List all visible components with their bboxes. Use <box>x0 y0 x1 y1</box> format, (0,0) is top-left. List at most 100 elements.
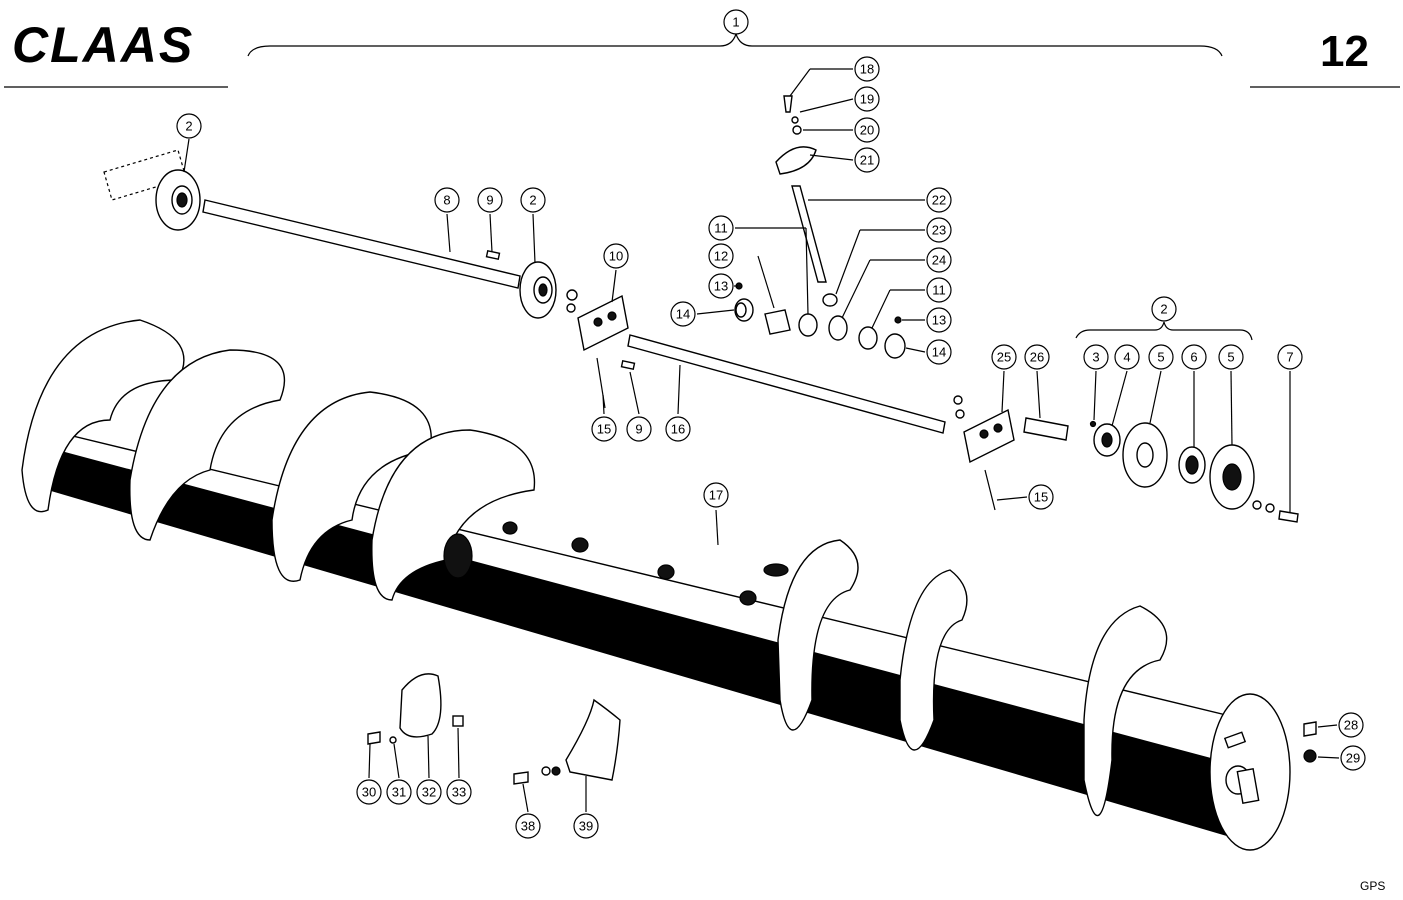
callout-6: 6 <box>1181 344 1207 370</box>
bracket-39 <box>565 698 621 781</box>
callout-circle <box>854 86 880 112</box>
bearing-bracket-25 <box>963 408 1015 464</box>
callout-label: 6 <box>1190 350 1197 365</box>
key-9-upper <box>485 249 501 261</box>
callout-circle <box>573 813 599 839</box>
callout-19: 19 <box>854 86 880 112</box>
callout-label: 3 <box>1092 350 1099 365</box>
callout-16: 16 <box>665 416 691 442</box>
callout-30: 30 <box>356 779 382 805</box>
callout-label: 18 <box>860 62 874 77</box>
callout-9b: 9 <box>626 416 652 442</box>
callout-label: 9 <box>486 193 493 208</box>
callout-label: 24 <box>932 253 946 268</box>
callout-label: 17 <box>709 488 723 503</box>
key-9-lower <box>620 359 636 371</box>
callout-circle <box>703 482 729 508</box>
callout-label: 1 <box>732 15 739 30</box>
callout-circle <box>670 301 696 327</box>
callout-circle <box>708 243 734 269</box>
callout-33: 33 <box>446 779 472 805</box>
bearing-bracket-10 <box>577 294 629 352</box>
callout-38: 38 <box>515 813 541 839</box>
callout-label: 13 <box>932 313 946 328</box>
callout-3: 3 <box>1083 344 1109 370</box>
callout-circle <box>1277 344 1303 370</box>
callout-28: 28 <box>1338 712 1364 738</box>
bolt-28 <box>1303 721 1317 737</box>
callout-8: 8 <box>434 187 460 213</box>
callout-circle <box>591 416 617 442</box>
drive-shaft-8 <box>202 199 521 289</box>
callout-14a: 14 <box>670 301 696 327</box>
callout-circle <box>434 187 460 213</box>
grease-nipple-13-right <box>894 316 902 324</box>
flight-right-3 <box>1083 605 1168 817</box>
callout-label: 25 <box>997 350 1011 365</box>
callout-10: 10 <box>603 243 629 269</box>
callout-1: 1 <box>723 9 749 35</box>
bearing-14-right <box>884 333 906 359</box>
sleeve-26 <box>1023 417 1069 441</box>
assembly-brace <box>247 32 1223 57</box>
callout-circle <box>854 147 880 173</box>
flight-left-4 <box>371 429 536 601</box>
callout-2a: 2 <box>176 113 202 139</box>
ring-11-left <box>798 313 818 337</box>
callout-26: 26 <box>1024 344 1050 370</box>
callout-circle <box>723 9 749 35</box>
callout-label: 2 <box>1160 302 1167 317</box>
bolt-38 <box>513 771 529 785</box>
callout-label: 15 <box>597 422 611 437</box>
vertical-shaft-22 <box>791 185 827 283</box>
callout-circle <box>356 779 382 805</box>
callout-circle <box>1218 344 1244 370</box>
callout-circle <box>626 416 652 442</box>
callout-label: 14 <box>932 345 946 360</box>
callout-circle <box>854 117 880 143</box>
callout-39: 39 <box>573 813 599 839</box>
brand-logo: CLAAS <box>12 17 194 73</box>
callout-label: 4 <box>1123 350 1130 365</box>
leader-lines <box>183 68 1340 813</box>
callout-label: 29 <box>1346 751 1360 766</box>
callout-circle <box>708 273 734 299</box>
callout-2c: 2 <box>1151 296 1177 322</box>
callout-15a: 15 <box>591 416 617 442</box>
callout-circle <box>1151 296 1177 322</box>
callout-29: 29 <box>1340 745 1366 771</box>
drive-shaft-16 <box>627 334 946 434</box>
callout-label: 5 <box>1227 350 1234 365</box>
flight-right-2 <box>899 569 968 751</box>
callout-label: 38 <box>521 819 535 834</box>
callout-17: 17 <box>703 482 729 508</box>
callout-circle <box>1338 712 1364 738</box>
callout-circle <box>926 247 952 273</box>
callout-label: 2 <box>529 193 536 208</box>
callout-label: 19 <box>860 92 874 107</box>
callout-13a: 13 <box>708 273 734 299</box>
washer-31 <box>389 736 397 744</box>
callout-label: 8 <box>443 193 450 208</box>
callout-14b: 14 <box>926 339 952 365</box>
callout-11a: 11 <box>708 215 734 241</box>
page-number: 12 <box>1320 27 1369 76</box>
callout-label: 26 <box>1030 350 1044 365</box>
callout-label: 21 <box>860 153 874 168</box>
callout-circle <box>386 779 412 805</box>
callout-5b: 5 <box>1218 344 1244 370</box>
seal-23 <box>822 293 838 307</box>
callout-circle <box>1114 344 1140 370</box>
callout-circle <box>1024 344 1050 370</box>
callout-label: 7 <box>1286 350 1293 365</box>
callout-label: 32 <box>422 785 436 800</box>
callout-label: 14 <box>676 307 690 322</box>
callout-2b: 2 <box>520 187 546 213</box>
callout-5a: 5 <box>1148 344 1174 370</box>
callout-label: 28 <box>1344 718 1358 733</box>
flight-right-1 <box>777 539 859 731</box>
callout-circle <box>926 217 952 243</box>
callout-circle <box>1340 745 1366 771</box>
callout-circle <box>1028 484 1054 510</box>
